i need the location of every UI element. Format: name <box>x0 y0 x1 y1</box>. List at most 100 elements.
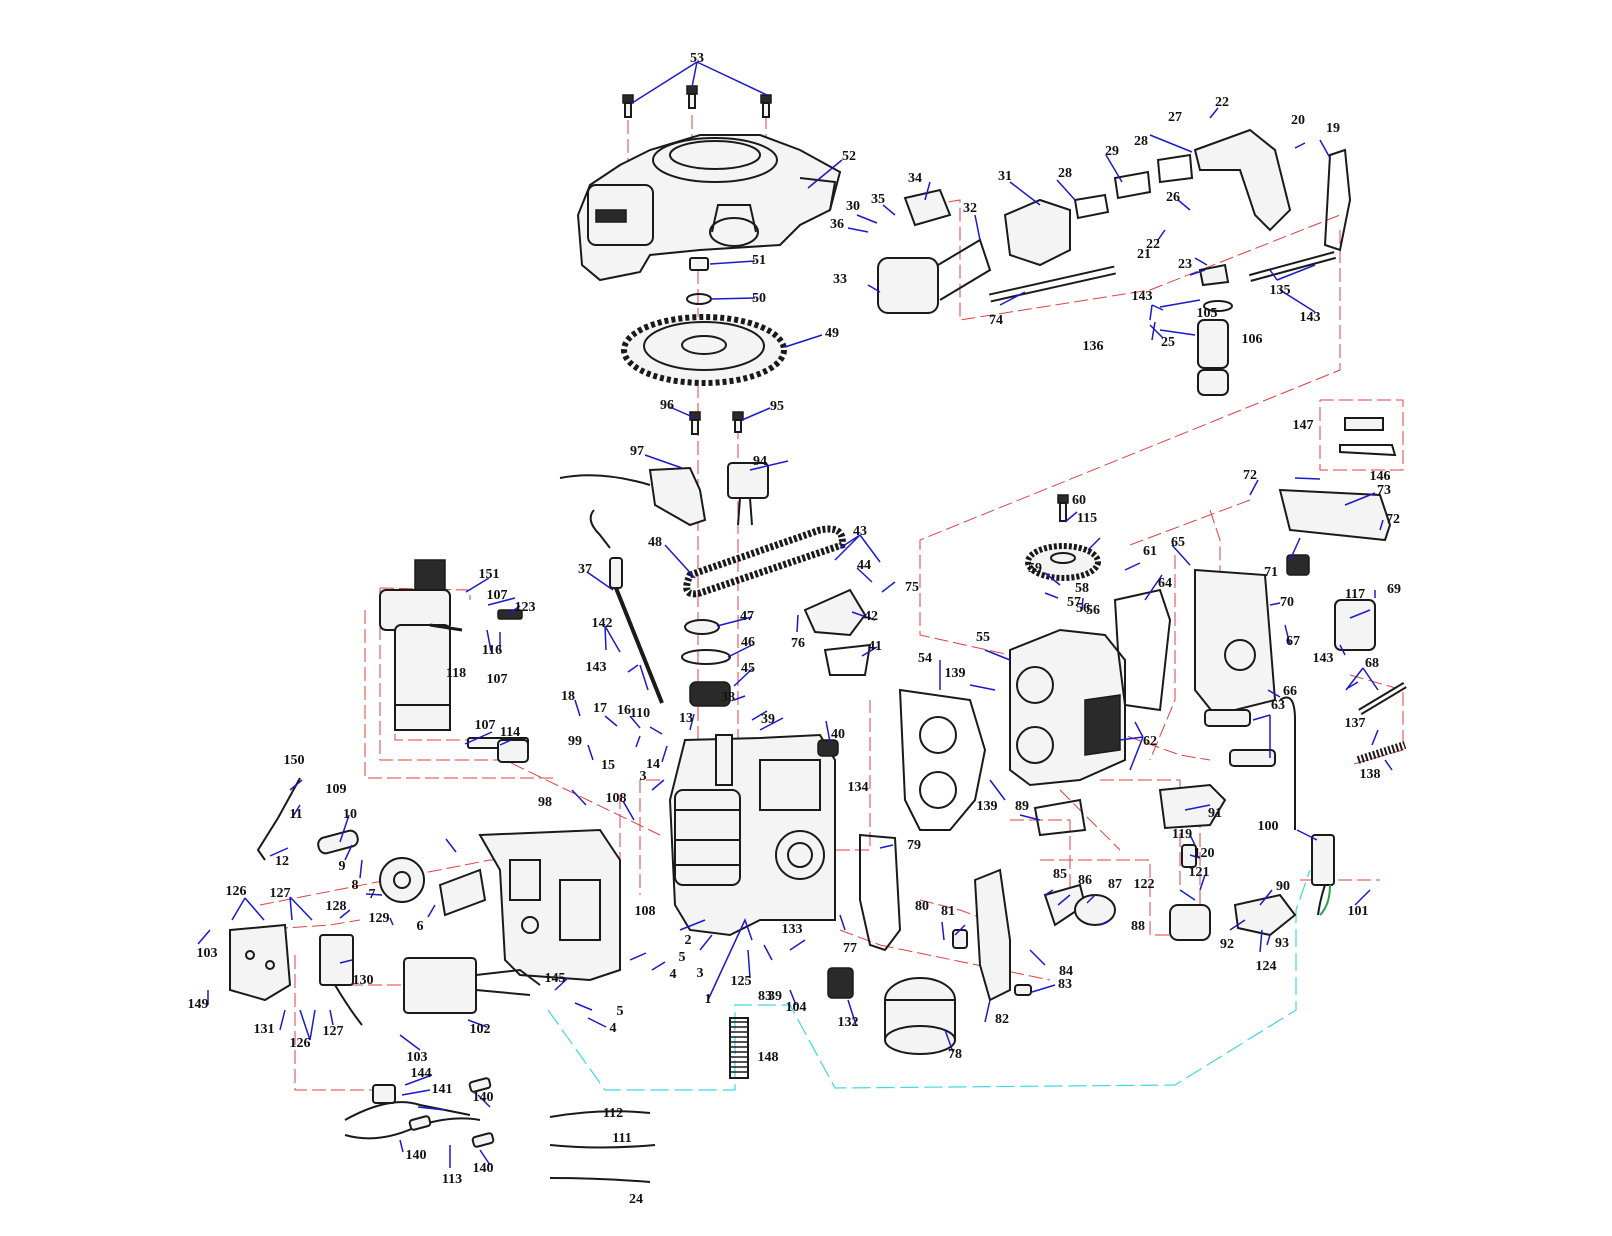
part-callout-48: 48 <box>648 535 662 550</box>
part-callout-46: 46 <box>741 635 755 650</box>
leader-lines <box>197 61 1393 1168</box>
part-callout-88: 88 <box>1131 919 1145 934</box>
part-callout-107: 107 <box>475 718 496 733</box>
flywheel-nut <box>689 257 709 271</box>
part-callout-74: 74 <box>989 313 1003 328</box>
top-cover <box>1278 488 1392 542</box>
part-callout-143: 143 <box>1313 651 1334 666</box>
part-callout-51: 51 <box>752 253 766 268</box>
part-callout-21: 21 <box>1137 247 1151 262</box>
timing-belt <box>683 525 846 598</box>
part-callout-63: 63 <box>1271 698 1285 713</box>
part-callout-25: 25 <box>1161 335 1175 350</box>
part-callout-56: 56 <box>1076 601 1090 616</box>
part-callout-19: 19 <box>1326 121 1340 136</box>
part-callout-26: 26 <box>1166 190 1180 205</box>
part-callout-103: 103 <box>197 946 218 961</box>
part-callout-33: 33 <box>833 272 847 287</box>
part-callout-143: 143 <box>1132 289 1153 304</box>
part-callout-16: 16 <box>617 703 631 718</box>
part-callout-131: 131 <box>254 1022 275 1037</box>
part-callout-17: 17 <box>593 701 607 716</box>
part-callout-62: 62 <box>1143 734 1157 749</box>
part-callout-94: 94 <box>753 454 767 469</box>
oil-filter <box>884 977 956 1055</box>
spring-148 <box>729 1017 749 1079</box>
part-callout-3: 3 <box>640 769 647 784</box>
part-callout-5: 5 <box>679 950 686 965</box>
part-callout-50: 50 <box>752 291 766 306</box>
part-callout-15: 15 <box>601 758 615 773</box>
flywheel-cover <box>576 134 842 282</box>
part-callout-68: 68 <box>1365 656 1379 671</box>
part-callout-149: 149 <box>188 997 209 1012</box>
part-callout-96: 96 <box>660 398 674 413</box>
part-callout-119: 119 <box>1172 827 1192 842</box>
part-callout-90: 90 <box>1276 879 1290 894</box>
part-callout-81: 81 <box>941 904 955 919</box>
part-callout-109: 109 <box>326 782 347 797</box>
part-callout-106: 106 <box>1242 332 1263 347</box>
part-callout-56: 56 <box>1086 603 1100 618</box>
part-callout-146: 146 <box>1370 469 1391 484</box>
part-callout-36: 36 <box>830 217 844 232</box>
part-callout-75: 75 <box>905 580 919 595</box>
part-callout-118: 118 <box>446 666 466 681</box>
part-callout-125: 125 <box>731 974 752 989</box>
flywheel-washer <box>686 293 712 305</box>
part-callout-29: 29 <box>1105 144 1119 159</box>
part-callout-114: 114 <box>500 725 520 740</box>
part-callout-139: 139 <box>945 666 966 681</box>
part-callout-141: 141 <box>432 1082 453 1097</box>
part-callout-147: 147 <box>1293 418 1314 433</box>
part-callout-112: 112 <box>603 1106 623 1121</box>
part-callout-104: 104 <box>786 1000 807 1015</box>
part-callout-136: 136 <box>1083 339 1104 354</box>
part-callout-12: 12 <box>275 854 289 869</box>
part-callout-143: 143 <box>1300 310 1321 325</box>
part-callout-64: 64 <box>1158 576 1172 591</box>
part-callout-84: 84 <box>1059 964 1073 979</box>
lower-bracket <box>478 828 621 982</box>
part-callout-61: 61 <box>1143 544 1157 559</box>
part-callout-137: 137 <box>1345 716 1366 731</box>
parts <box>229 85 1407 1183</box>
part-callout-97: 97 <box>630 444 644 459</box>
part-callout-86: 86 <box>1078 873 1092 888</box>
part-callout-71: 71 <box>1264 565 1278 580</box>
part-callout-140: 140 <box>406 1148 427 1163</box>
part-callout-127: 127 <box>270 886 291 901</box>
part-callout-100: 100 <box>1258 819 1279 834</box>
part-callout-57: 57 <box>1067 595 1081 610</box>
part-callout-113: 113 <box>442 1172 462 1187</box>
part-callout-135: 135 <box>1270 283 1291 298</box>
part-callout-60: 60 <box>1072 493 1086 508</box>
part-callout-11: 11 <box>289 807 302 822</box>
part-callout-121: 121 <box>1189 865 1210 880</box>
part-callout-22: 22 <box>1146 237 1160 252</box>
intake-silencer <box>877 238 992 314</box>
part-callout-82: 82 <box>995 1012 1009 1027</box>
part-callout-32: 32 <box>963 201 977 216</box>
part-callout-151: 151 <box>479 567 500 582</box>
spring-138 <box>1356 741 1407 764</box>
part-callouts: 1233445567891011121314151617181920212222… <box>188 51 1402 1207</box>
part-callout-18: 18 <box>561 689 575 704</box>
part-callout-24: 24 <box>629 1192 643 1207</box>
part-callout-98: 98 <box>538 795 552 810</box>
head-gasket <box>898 688 987 831</box>
part-callout-43: 43 <box>853 524 867 539</box>
part-callout-140: 140 <box>473 1090 494 1105</box>
part-callout-47: 47 <box>740 609 754 624</box>
part-callout-116: 116 <box>482 643 502 658</box>
part-callout-70: 70 <box>1280 595 1294 610</box>
part-callout-10: 10 <box>343 807 357 822</box>
part-callout-28: 28 <box>1134 134 1148 149</box>
part-callout-91: 91 <box>1208 806 1222 821</box>
part-callout-39: 39 <box>768 989 782 1004</box>
part-callout-55: 55 <box>976 630 990 645</box>
part-callout-23: 23 <box>1178 257 1192 272</box>
part-callout-115: 115 <box>1077 511 1097 526</box>
harness-line <box>547 869 1311 1091</box>
charge-coil <box>727 462 769 499</box>
